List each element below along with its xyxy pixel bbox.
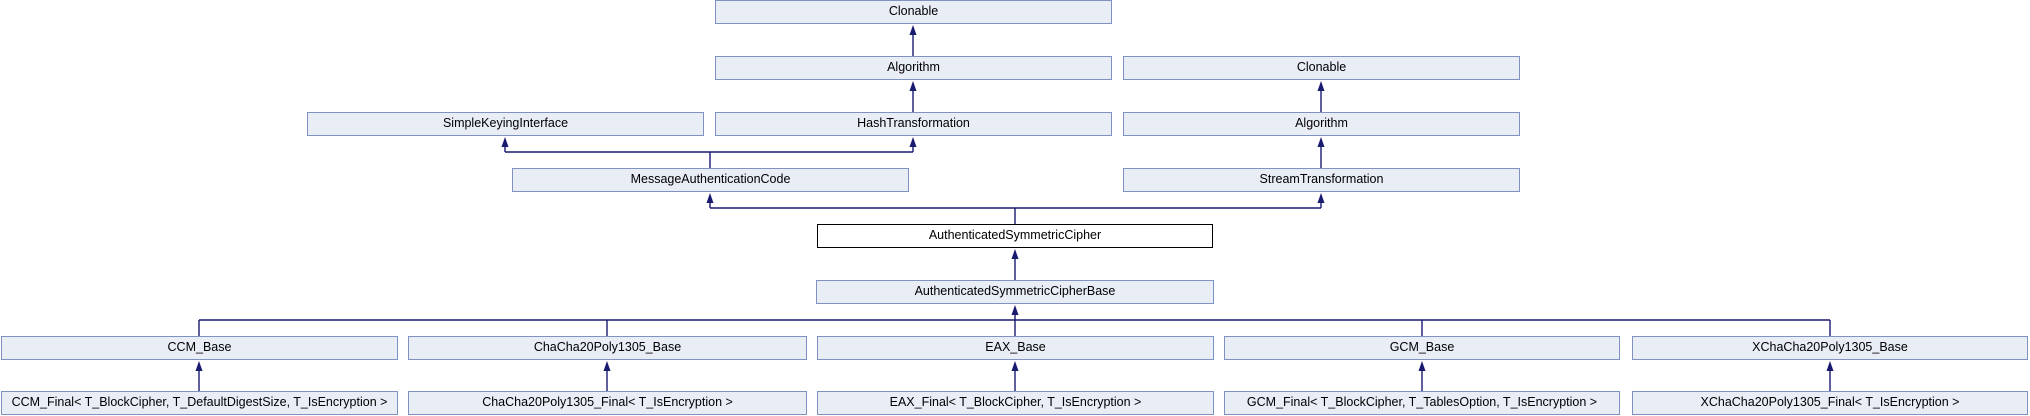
node-simple-keying-interface[interactable]: SimpleKeyingInterface (307, 112, 704, 136)
edge-xchacha-final-xchacha-base (1826, 361, 1834, 391)
node-algorithm-right[interactable]: Algorithm (1123, 112, 1520, 136)
node-xchacha20poly1305-final[interactable]: XChaCha20Poly1305_Final< T_IsEncryption … (1632, 391, 2028, 415)
edge-hashtransformation-algorithm (909, 81, 917, 112)
node-gcm-base[interactable]: GCM_Base (1224, 336, 1620, 360)
node-eax-final[interactable]: EAX_Final< T_BlockCipher, T_IsEncryption… (817, 391, 1214, 415)
node-eax-base[interactable]: EAX_Base (817, 336, 1214, 360)
edge-chacha-final-chacha-base (603, 361, 611, 391)
node-gcm-final[interactable]: GCM_Final< T_BlockCipher, T_TablesOption… (1224, 391, 1620, 415)
node-hash-transformation[interactable]: HashTransformation (715, 112, 1112, 136)
node-chacha20poly1305-final[interactable]: ChaCha20Poly1305_Final< T_IsEncryption > (408, 391, 807, 415)
node-message-authentication-code[interactable]: MessageAuthenticationCode (512, 168, 909, 192)
node-algorithm-left[interactable]: Algorithm (715, 56, 1112, 80)
edge-algorithm-clonable (909, 25, 917, 56)
node-ccm-final[interactable]: CCM_Final< T_BlockCipher, T_DefaultDiges… (1, 391, 398, 415)
node-clonable-top[interactable]: Clonable (715, 0, 1112, 24)
edge-gcm-final-gcm-base (1418, 361, 1426, 391)
edge-streamtransformation-algorithm-right (1317, 137, 1325, 168)
node-chacha20poly1305-base[interactable]: ChaCha20Poly1305_Base (408, 336, 807, 360)
node-stream-transformation[interactable]: StreamTransformation (1123, 168, 1520, 192)
node-authenticated-symmetric-cipher: AuthenticatedSymmetricCipher (817, 224, 1213, 248)
edge-eax-final-eax-base (1011, 361, 1019, 391)
edge-ascbase-asc (1011, 249, 1019, 280)
node-xchacha20poly1305-base[interactable]: XChaCha20Poly1305_Base (1632, 336, 2028, 360)
edge-asc-parents (706, 193, 1325, 224)
edge-ccm-final-ccm-base (195, 361, 203, 391)
node-authenticated-symmetric-cipher-base[interactable]: AuthenticatedSymmetricCipherBase (816, 280, 1214, 304)
edge-bases-ascbase (198, 305, 1831, 336)
node-clonable-right[interactable]: Clonable (1123, 56, 1520, 80)
edge-algorithm-right-clonable-right (1317, 81, 1325, 112)
node-ccm-base[interactable]: CCM_Base (1, 336, 398, 360)
edge-mac-parents (501, 137, 917, 168)
